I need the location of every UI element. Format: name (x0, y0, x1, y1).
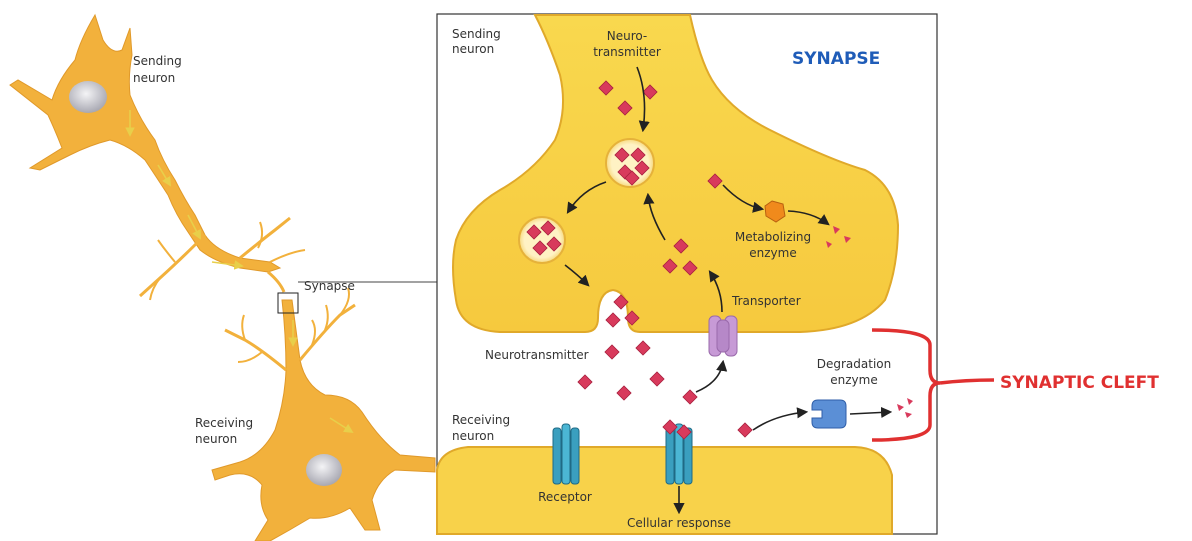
receiving-neuron-label-panel: Receiving (452, 413, 510, 427)
sending-neuron-label-panel: Sending (452, 27, 501, 41)
neurotransmitter-label-mid: Neurotransmitter (485, 348, 589, 362)
sending-neuron-label-left: Sending (133, 54, 182, 68)
receptor-label: Receptor (538, 490, 592, 504)
synaptic-vesicle (519, 217, 565, 263)
metabolizing-enzyme-label: Metabolizing (735, 230, 811, 244)
receiving-neuron-label-left: Receiving (195, 416, 253, 430)
synaptic-cleft-label: SYNAPTIC CLEFT (1000, 373, 1159, 393)
receiving-neuron-label-panel-2: neuron (452, 429, 494, 443)
metabolizing-enzyme-label-2: enzyme (749, 246, 796, 260)
sending-neuron-nucleus (69, 81, 107, 113)
receiving-neuron-cell (212, 288, 435, 541)
receiving-neuron-nucleus (306, 454, 342, 486)
cellular-response-label: Cellular response (627, 516, 731, 530)
synapse-title: SYNAPSE (792, 49, 880, 69)
neurotransmitter-label-top-2: transmitter (593, 45, 661, 59)
neurotransmitter-label-top: Neuro- (607, 29, 648, 43)
synapse-label-small: Synapse (304, 279, 355, 293)
transporter-label: Transporter (731, 294, 801, 308)
sending-neuron-label-left-2: neuron (133, 71, 175, 85)
receptor-icon (553, 424, 579, 484)
synaptic-vesicle (606, 139, 654, 187)
synapse-detail-panel: Sending neuron Neuro- transmitter SYNAPS… (437, 14, 937, 534)
degradation-enzyme-label-2: enzyme (830, 373, 877, 387)
receiving-neuron-label-left-2: neuron (195, 432, 237, 446)
degradation-enzyme-label: Degradation (817, 357, 891, 371)
transporter-icon (709, 316, 737, 356)
sending-neuron-label-panel-2: neuron (452, 42, 494, 56)
